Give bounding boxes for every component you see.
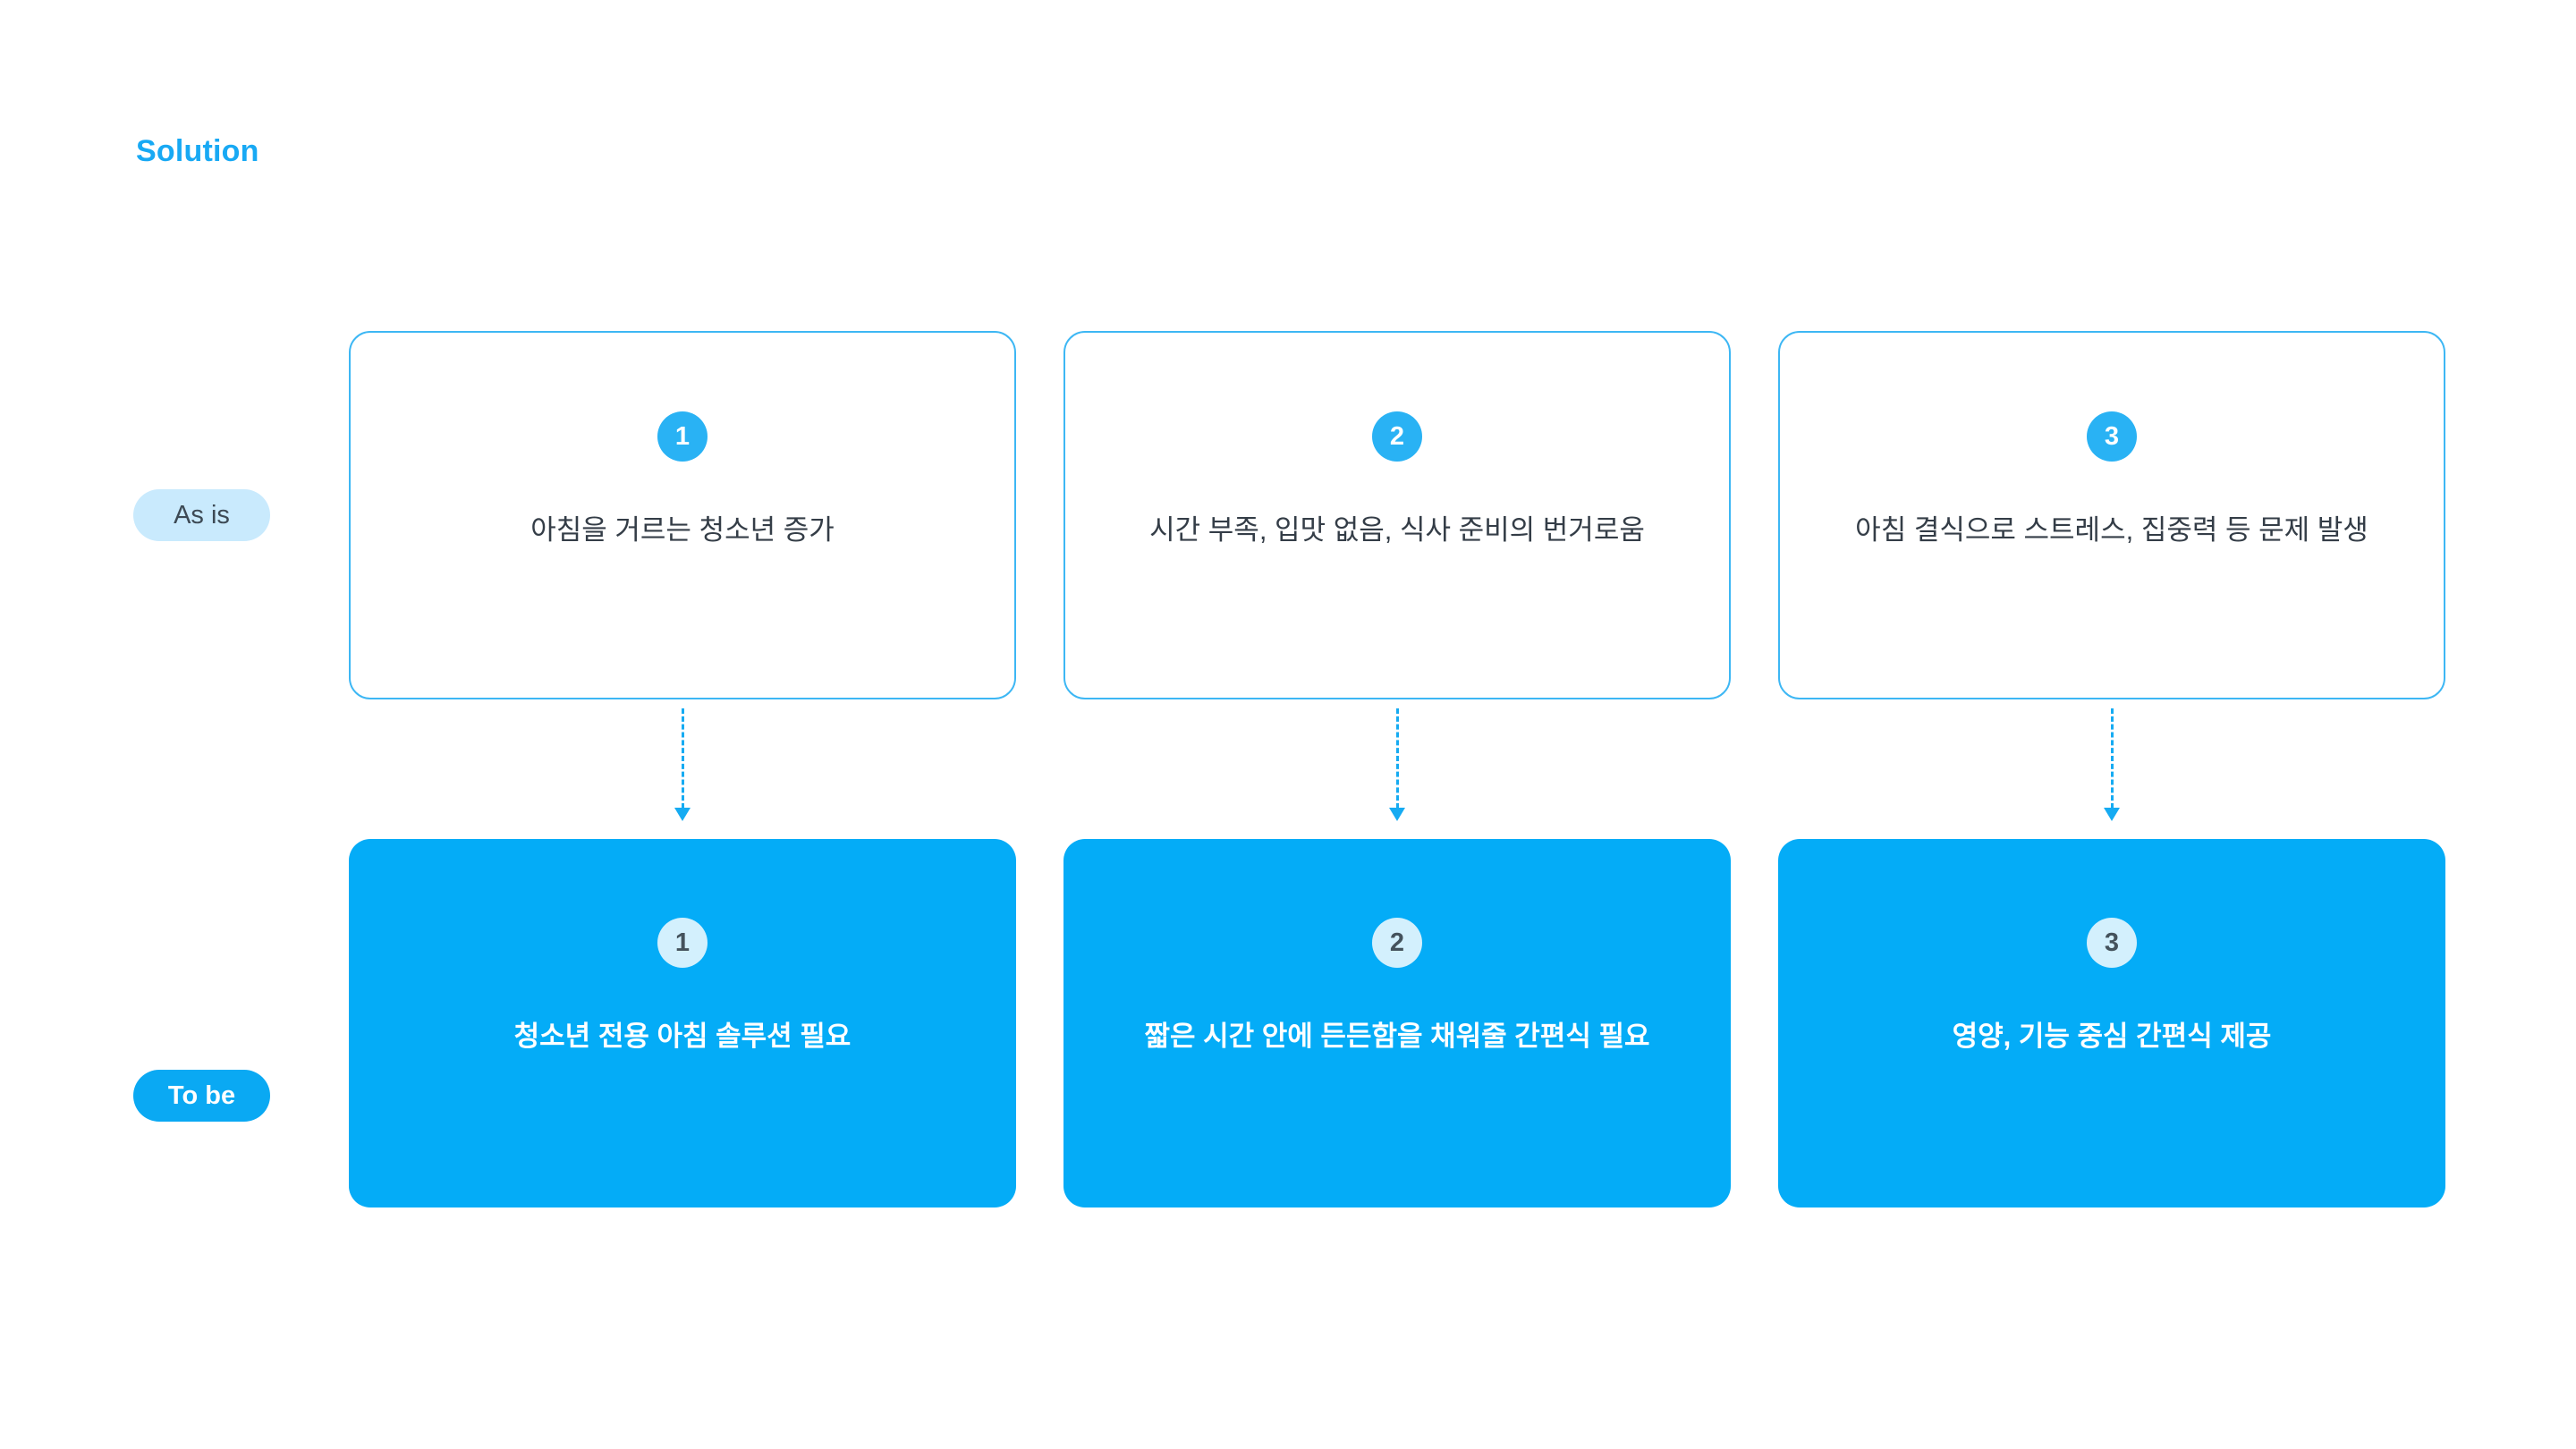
down-arrow-icon — [1386, 708, 1408, 821]
number-badge: 2 — [1372, 411, 1422, 462]
arrow-head — [2104, 808, 2120, 821]
badge-number: 1 — [674, 928, 691, 957]
badge-number: 3 — [2104, 421, 2120, 451]
to-be-label: To be — [133, 1070, 270, 1122]
as-is-card-3: 3 아침 결식으로 스트레스, 집중력 등 문제 발생 — [1778, 331, 2445, 699]
as-is-label: As is — [133, 489, 270, 541]
to-be-card-2: 2 짧은 시간 안에 든든함을 채워줄 간편식 필요 — [1063, 839, 1731, 1208]
down-arrow-icon — [672, 708, 693, 821]
card-text: 아침 결식으로 스트레스, 집중력 등 문제 발생 — [1855, 514, 2368, 546]
badge-number: 1 — [674, 421, 691, 451]
to-be-card-3: 3 영양, 기능 중심 간편식 제공 — [1778, 839, 2445, 1208]
arrow-dashed-line — [2110, 708, 2114, 809]
badge-number: 2 — [1389, 421, 1405, 451]
number-badge: 2 — [1372, 918, 1422, 968]
number-badge: 3 — [2087, 918, 2137, 968]
card-text: 짧은 시간 안에 든든함을 채워줄 간편식 필요 — [1144, 1021, 1650, 1052]
page-title: Solution — [136, 134, 259, 168]
down-arrow-icon — [2101, 708, 2123, 821]
to-be-card-1: 1 청소년 전용 아침 솔루션 필요 — [349, 839, 1016, 1208]
number-badge: 1 — [657, 918, 708, 968]
card-text: 영양, 기능 중심 간편식 제공 — [1952, 1021, 2272, 1052]
as-is-card-2: 2 시간 부족, 입맛 없음, 식사 준비의 번거로움 — [1063, 331, 1731, 699]
arrow-head — [674, 808, 691, 821]
arrow-dashed-line — [1395, 708, 1399, 809]
as-is-card-1: 1 아침을 거르는 청소년 증가 — [349, 331, 1016, 699]
arrow-head — [1389, 808, 1405, 821]
card-text: 시간 부족, 입맛 없음, 식사 준비의 번거로움 — [1149, 514, 1645, 546]
badge-number: 3 — [2104, 928, 2120, 957]
card-text: 청소년 전용 아침 솔루션 필요 — [513, 1021, 852, 1052]
arrow-dashed-line — [681, 708, 684, 809]
card-text: 아침을 거르는 청소년 증가 — [530, 514, 835, 546]
number-badge: 1 — [657, 411, 708, 462]
badge-number: 2 — [1389, 928, 1405, 957]
number-badge: 3 — [2087, 411, 2137, 462]
